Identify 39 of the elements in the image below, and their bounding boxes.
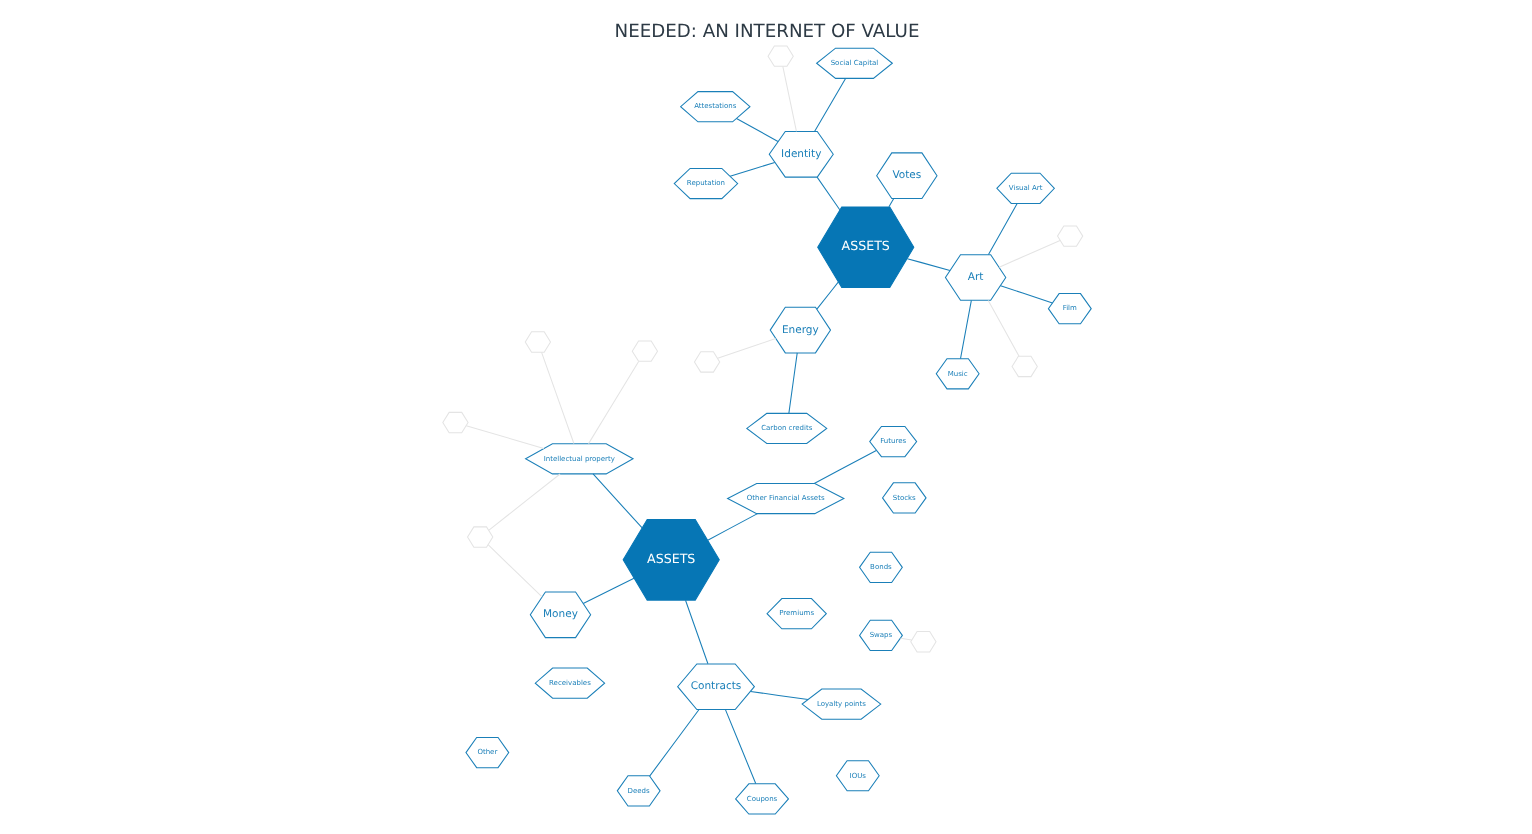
node-hexagon: [523, 331, 551, 353]
connector: [898, 637, 912, 641]
connector: [787, 352, 797, 414]
node-hexagon: [1010, 355, 1037, 378]
connector: [815, 176, 840, 211]
connector: [749, 690, 808, 700]
connector: [728, 161, 775, 177]
connector: [581, 577, 634, 605]
node-hexagon: [692, 351, 720, 373]
connector: [464, 425, 544, 449]
connector: [587, 360, 639, 445]
connector: [999, 285, 1052, 304]
connector: [887, 197, 894, 208]
node-hexagon: [465, 526, 493, 548]
node-hexagon: [1055, 225, 1083, 247]
connector: [781, 65, 796, 132]
node-hexagon: [441, 411, 468, 434]
connector: [986, 299, 1019, 357]
node-hexagon: [909, 631, 936, 653]
node-hexagon: [630, 340, 658, 362]
node-hexagon: [766, 45, 793, 67]
connector: [997, 240, 1060, 268]
connector: [648, 709, 699, 777]
connector: [684, 599, 708, 665]
diagram-title: NEEDED: AN INTERNET OF VALUE: [613, 23, 919, 44]
connector: [734, 117, 778, 142]
connector: [905, 258, 950, 271]
connector: [986, 203, 1017, 256]
connector: [723, 709, 756, 785]
connector: [958, 299, 971, 360]
connector: [812, 450, 876, 484]
connector: [706, 513, 757, 541]
connector: [716, 338, 776, 359]
connector: [591, 473, 642, 529]
connector: [487, 473, 560, 531]
connector: [540, 351, 574, 445]
connector: [815, 281, 838, 310]
connector: [813, 78, 846, 132]
connector: [486, 544, 542, 598]
